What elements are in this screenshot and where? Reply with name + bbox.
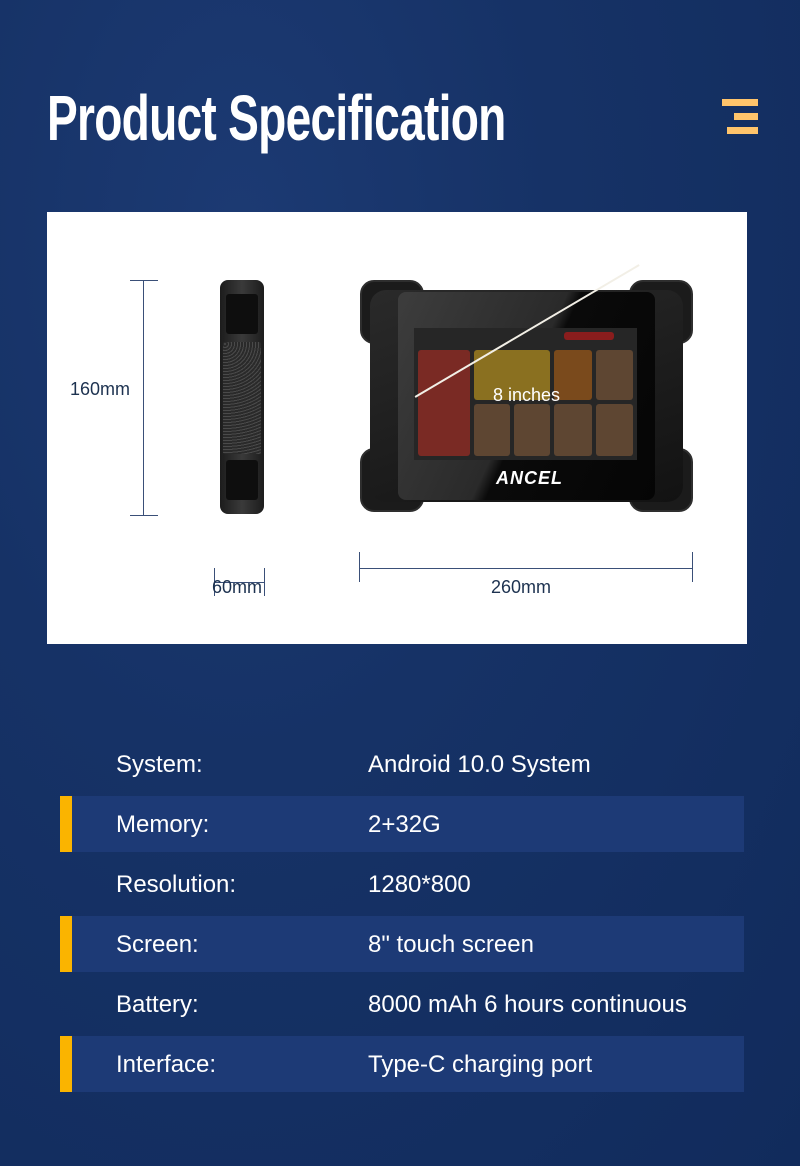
spec-row-system: System: Android 10.0 System: [60, 736, 744, 792]
device-side-view-image: [220, 280, 264, 514]
height-dimension-cap-bottom: [130, 515, 158, 516]
device-screen: [414, 328, 637, 460]
spec-table: System: Android 10.0 System Memory: 2+32…: [60, 736, 744, 1096]
width-dimension-line: [359, 568, 693, 569]
spec-row-memory: Memory: 2+32G: [60, 796, 744, 852]
spec-value: 8000 mAh 6 hours continuous: [368, 991, 687, 1018]
device-front-view-image: ANCEL: [360, 264, 693, 512]
height-dimension-line: [143, 280, 144, 515]
spec-value: 8" touch screen: [368, 931, 534, 958]
spec-value: 1280*800: [368, 871, 471, 898]
width-dimension-cap-right: [692, 552, 693, 582]
spec-row-resolution: Resolution: 1280*800: [60, 856, 744, 912]
height-label: 160mm: [70, 379, 131, 399]
depth-dimension-line: [214, 582, 265, 583]
depth-label: 60mm: [212, 577, 263, 597]
spec-value: 2+32G: [368, 811, 441, 838]
height-dimension-cap-top: [130, 280, 158, 281]
brand-logo: ANCEL: [496, 468, 563, 488]
spec-row-screen: Screen: 8" touch screen: [60, 916, 744, 972]
spec-value: Type-C charging port: [368, 1051, 593, 1078]
spec-label: Memory:: [116, 811, 210, 838]
product-dimensions-panel: 160mm 60mm ANCEL 8 inches: [47, 212, 747, 644]
spec-label: Screen:: [116, 931, 199, 958]
width-label: 260mm: [491, 577, 552, 597]
spec-label: Interface:: [116, 1051, 217, 1078]
screen-diagonal-label: 8 inches: [493, 385, 561, 405]
spec-label: Battery:: [116, 991, 199, 1018]
spec-value: Android 10.0 System: [368, 751, 591, 778]
width-dimension-cap-left: [359, 552, 360, 582]
spec-row-interface: Interface: Type-C charging port: [60, 1036, 744, 1092]
page-title: Product Specification: [47, 82, 506, 154]
spec-label: Resolution:: [116, 871, 237, 898]
spec-label: System:: [116, 751, 203, 778]
hamburger-menu-icon[interactable]: [720, 99, 760, 139]
spec-row-battery: Battery: 8000 mAh 6 hours continuous: [60, 976, 744, 1032]
